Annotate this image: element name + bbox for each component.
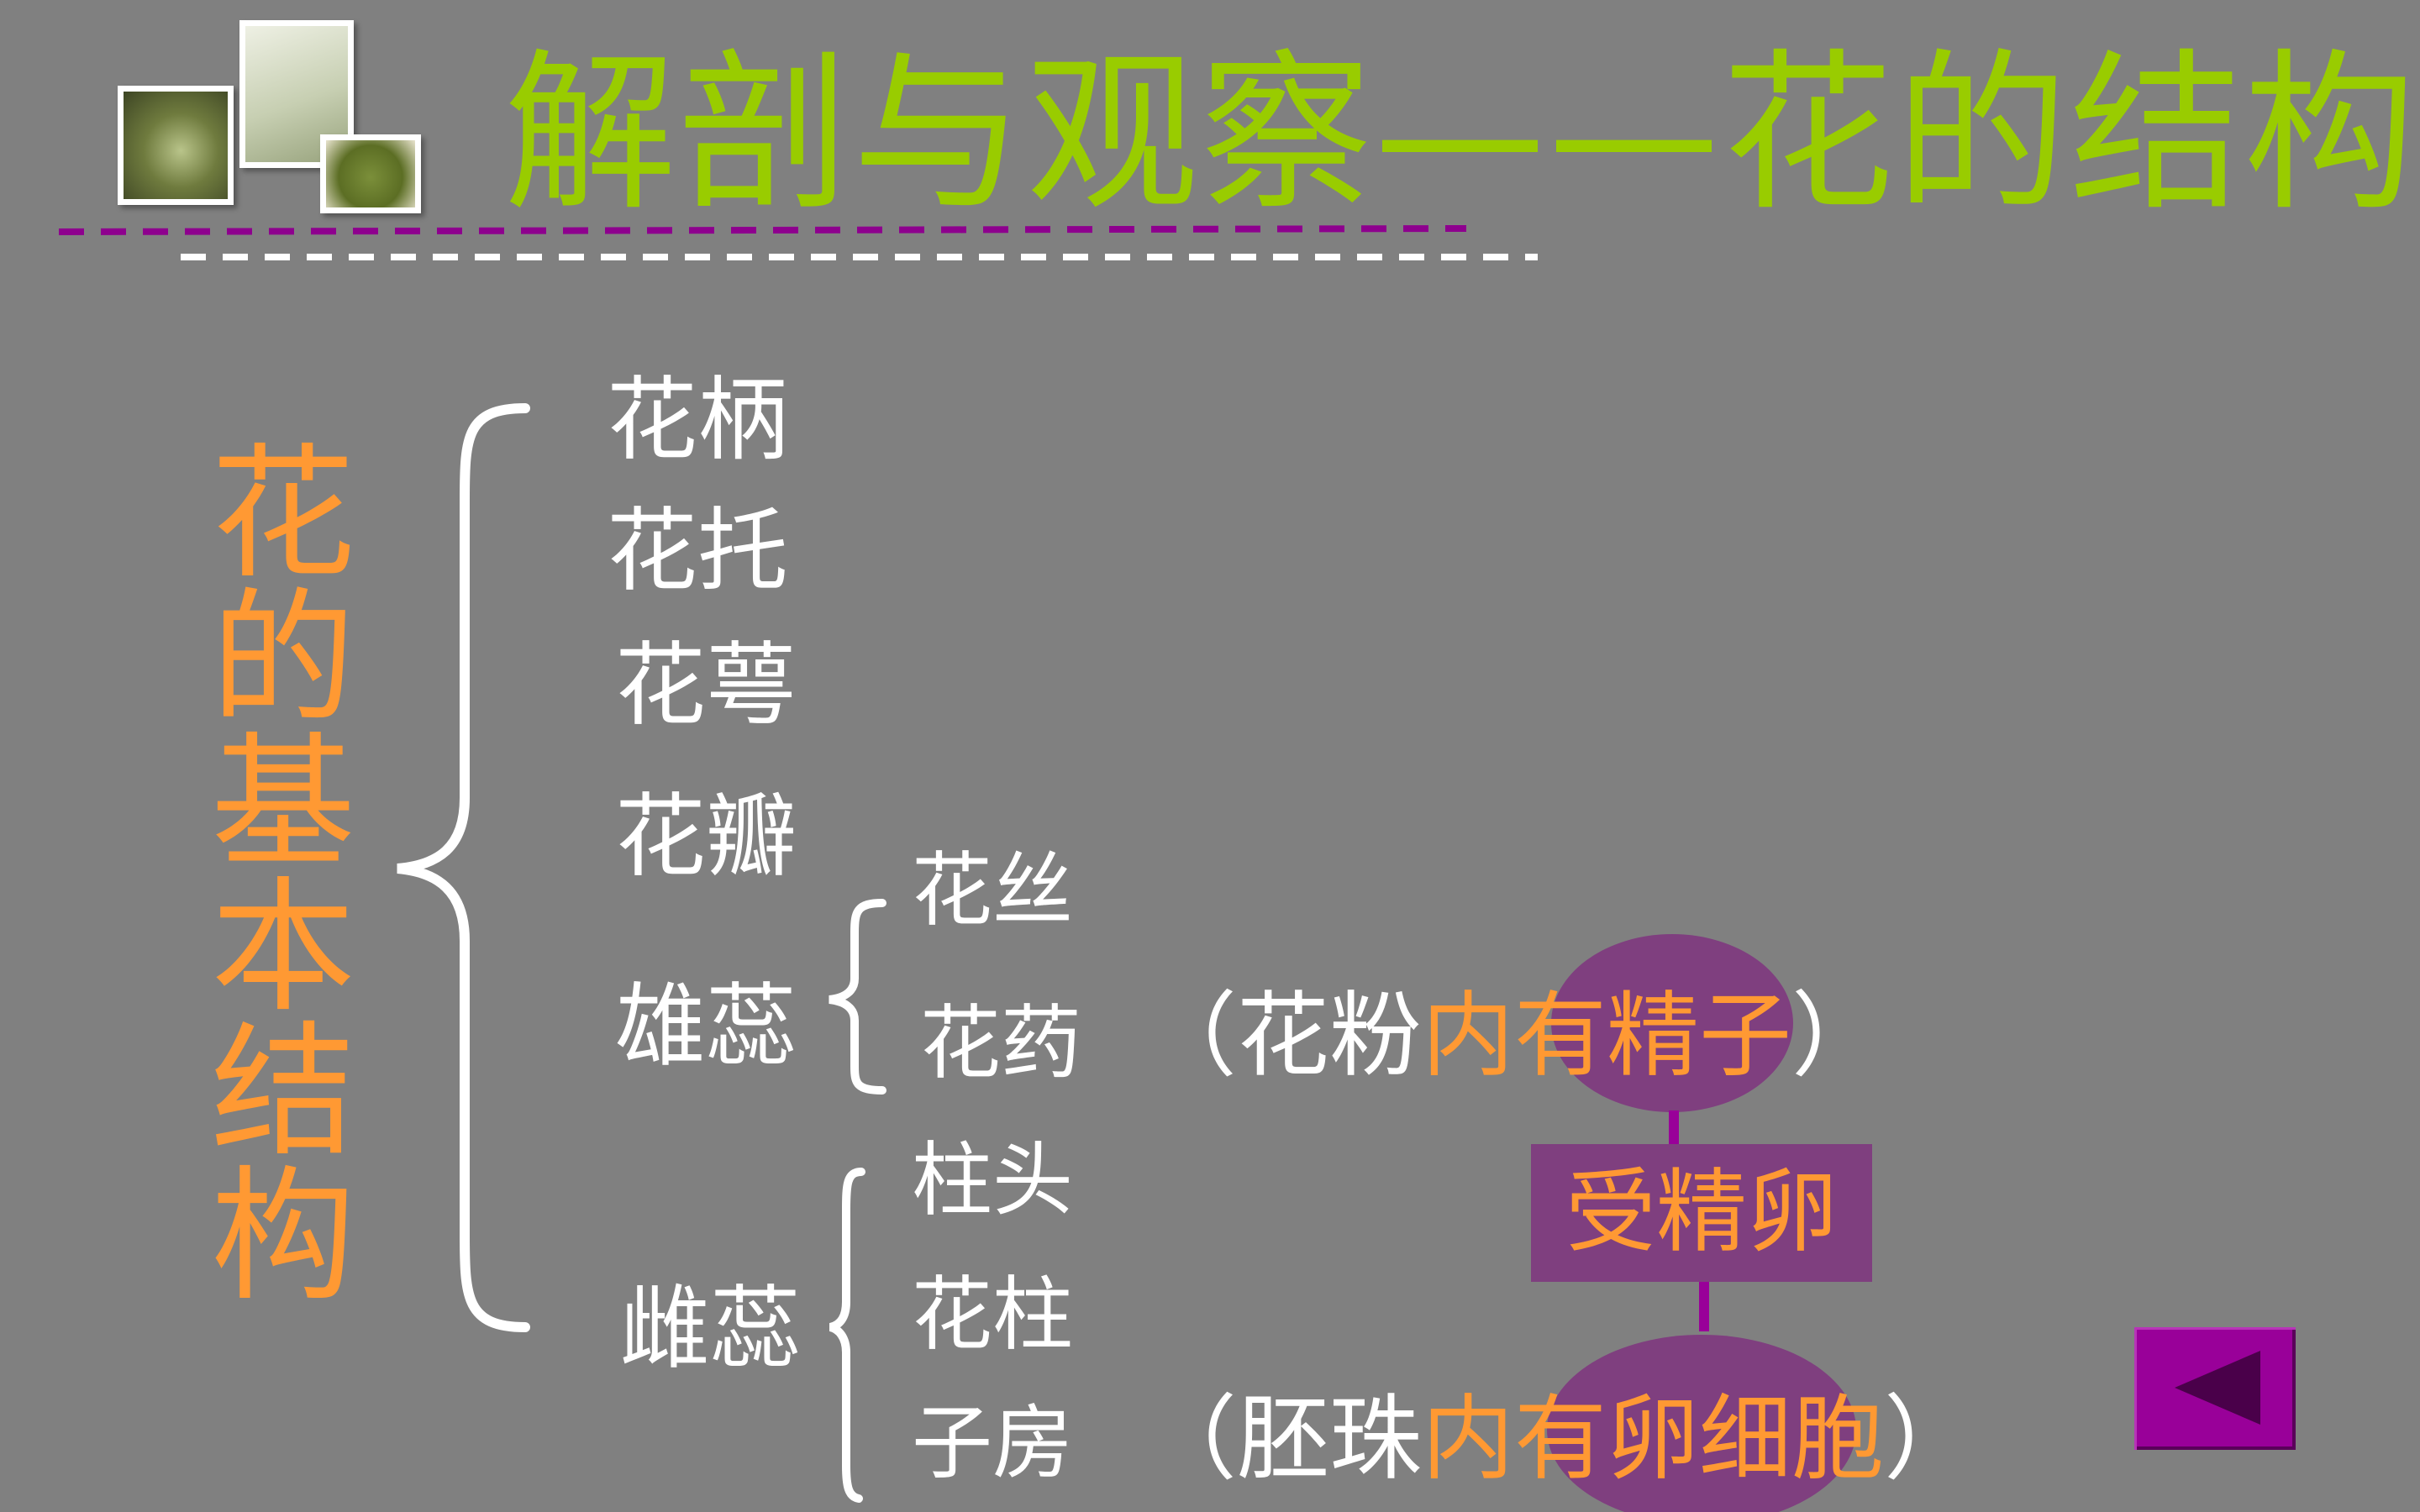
anther-note-highlight: 内有精子 <box>1422 982 1791 1089</box>
anther-note-close: ） <box>1791 982 1884 1089</box>
stamen-filament: 花丝 <box>912 840 1073 941</box>
part-sepal: 花萼 <box>615 632 797 741</box>
part-receptacle: 花托 <box>607 497 788 606</box>
anther-note-open: （花粉 <box>1144 982 1422 1089</box>
part-pedicel: 花柄 <box>607 366 788 475</box>
back-button[interactable] <box>2134 1327 2296 1450</box>
ovary-note-open: （胚珠 <box>1144 1385 1422 1493</box>
pistil-stigma: 柱头 <box>912 1130 1073 1231</box>
ovary-note-highlight: 内有卵细胞 <box>1422 1385 1884 1493</box>
fertilized-egg-box: 受精卵 <box>1531 1144 1872 1282</box>
side-heading: 花的基本结构 <box>168 437 353 1304</box>
part-pistil: 雌蕊 <box>619 1275 801 1384</box>
pistil-brace <box>830 1172 861 1499</box>
stamen-brace <box>829 903 882 1090</box>
pistil-style: 花柱 <box>912 1264 1073 1365</box>
triangle-left-icon <box>2134 1327 2296 1450</box>
stamen-anther: 花药 <box>920 993 1081 1094</box>
part-stamen: 雄蕊 <box>615 973 797 1082</box>
pistil-ovary: 子房 <box>912 1393 1073 1494</box>
anther-note: （花粉内有精子） <box>1144 981 1884 1090</box>
title-underline-purple <box>59 228 1466 232</box>
ovary-note-close: ） <box>1884 1385 1976 1493</box>
part-petal: 花瓣 <box>615 783 797 892</box>
ovary-note: （胚珠内有卵细胞） <box>1144 1384 1976 1494</box>
main-brace <box>397 408 525 1327</box>
